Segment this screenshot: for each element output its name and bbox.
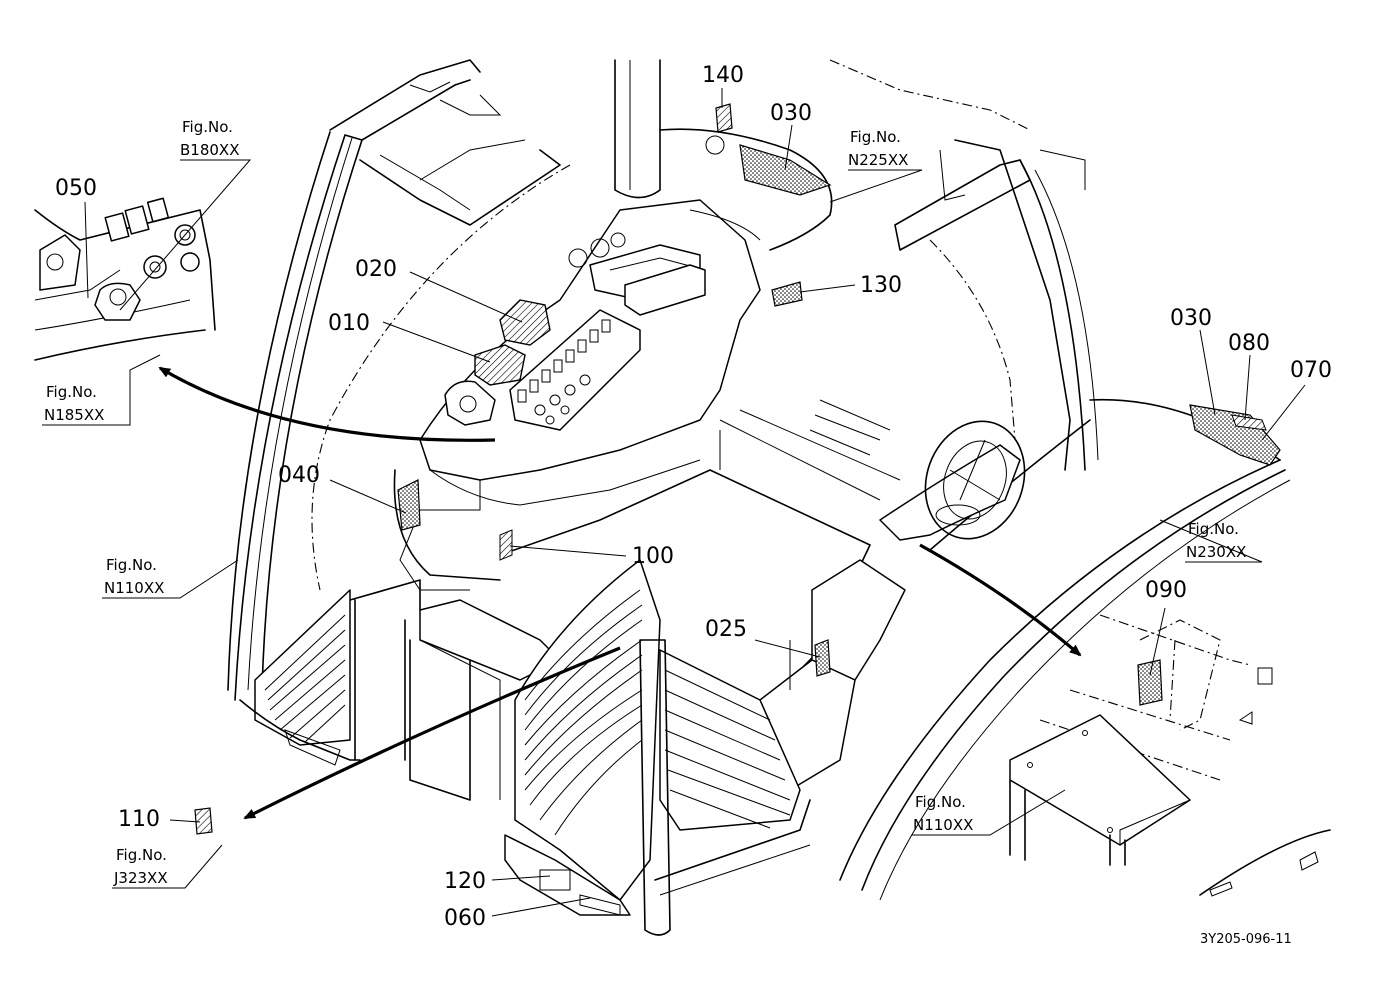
hatched-parts — [194, 103, 1281, 835]
dashboard-console — [393, 128, 1026, 591]
fig-ref-n110-left[interactable]: Fig.No. N110XX — [104, 556, 164, 597]
svg-text:Fig.No.: Fig.No. — [1188, 520, 1239, 538]
label-110: 110 — [118, 807, 160, 832]
detail-left-panel — [34, 197, 216, 361]
label-090: 090 — [1145, 578, 1187, 603]
svg-text:N230XX: N230XX — [1186, 543, 1246, 561]
svg-text:N110XX: N110XX — [104, 579, 164, 597]
svg-text:Fig.No.: Fig.No. — [106, 556, 157, 574]
label-130: 130 — [860, 273, 902, 298]
label-040: 040 — [278, 463, 320, 488]
label-025: 025 — [705, 617, 747, 642]
label-020: 020 — [355, 257, 397, 282]
label-060: 060 — [444, 906, 486, 931]
fig-ref-n225[interactable]: Fig.No. N225XX — [848, 128, 908, 169]
svg-text:Fig.No.: Fig.No. — [46, 383, 97, 401]
detail-right-seat-box — [1009, 619, 1331, 897]
label-120: 120 — [444, 869, 486, 894]
floor-and-seat-box — [239, 399, 906, 936]
figure-references: Fig.No. B180XX Fig.No. N225XX Fig.No. N1… — [44, 118, 1246, 887]
svg-text:Fig.No.: Fig.No. — [850, 128, 901, 146]
label-050: 050 — [55, 176, 97, 201]
svg-text:N225XX: N225XX — [848, 151, 908, 169]
label-070: 070 — [1290, 358, 1332, 383]
drawing-code: 3Y205-096-11 — [1200, 932, 1292, 947]
svg-text:J323XX: J323XX — [113, 869, 168, 887]
part-number-labels: 140 030 050 020 010 130 030 080 070 040 … — [55, 63, 1332, 931]
fig-ref-b180[interactable]: Fig.No. B180XX — [180, 118, 239, 159]
svg-text:N110XX: N110XX — [913, 816, 973, 834]
arrow-to-n185 — [158, 366, 496, 442]
label-080: 080 — [1228, 331, 1270, 356]
label-140: 140 — [702, 63, 744, 88]
arrow-to-j323 — [243, 646, 621, 820]
svg-text:Fig.No.: Fig.No. — [915, 793, 966, 811]
leader-lines — [42, 88, 1306, 917]
fig-ref-n185[interactable]: Fig.No. N185XX — [44, 383, 104, 424]
fig-ref-n230[interactable]: Fig.No. N230XX — [1186, 520, 1246, 561]
svg-text:N185XX: N185XX — [44, 406, 104, 424]
svg-text:B180XX: B180XX — [180, 141, 239, 159]
svg-text:Fig.No.: Fig.No. — [116, 846, 167, 864]
label-100: 100 — [632, 544, 674, 569]
svg-text:Fig.No.: Fig.No. — [182, 118, 233, 136]
fig-ref-n110-right[interactable]: Fig.No. N110XX — [913, 793, 973, 834]
arrow-to-n230 — [919, 543, 1082, 657]
detail-arrows — [158, 366, 1082, 820]
label-030-right: 030 — [1170, 306, 1212, 331]
label-030-top: 030 — [770, 101, 812, 126]
fig-ref-j323[interactable]: Fig.No. J323XX — [113, 846, 168, 887]
label-010: 010 — [328, 311, 370, 336]
